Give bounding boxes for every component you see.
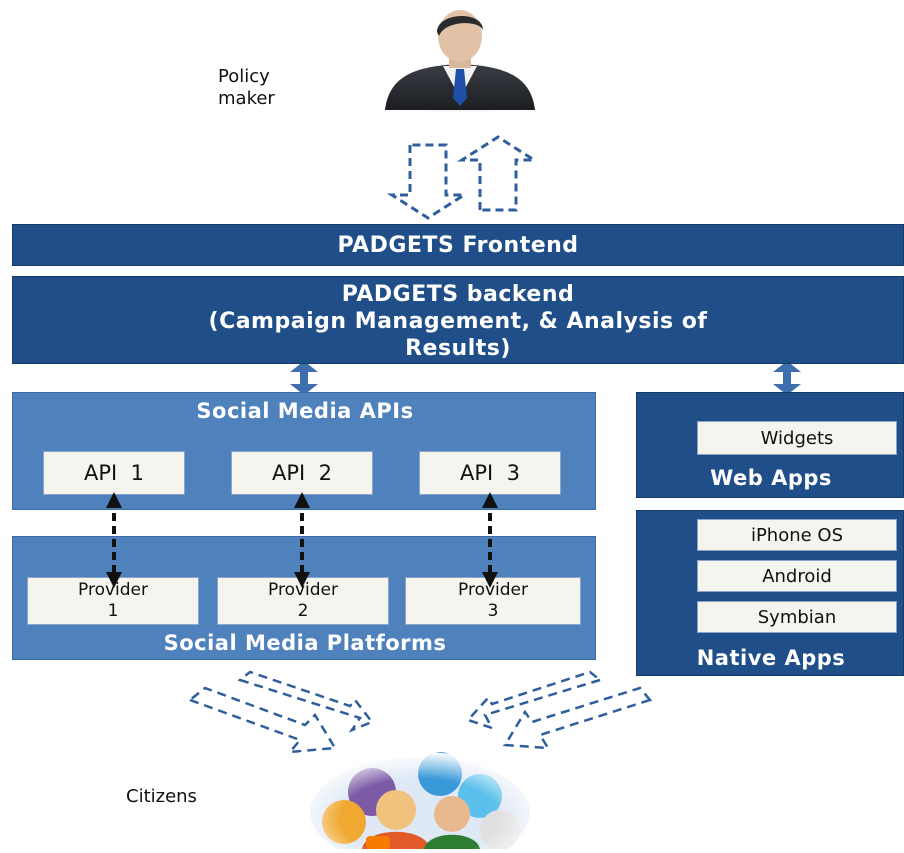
- frontend-title: PADGETS Frontend: [337, 232, 579, 258]
- provider-label-line1: Provider: [458, 580, 528, 600]
- api-label: API 1: [84, 461, 144, 485]
- bottom-right-arrows: [465, 670, 653, 750]
- backend-apps-double-arrow: [773, 361, 801, 395]
- symbian-label: Symbian: [757, 606, 837, 628]
- provider-label-line2: 3: [487, 601, 499, 621]
- top-down-arrow: [386, 143, 470, 220]
- provider-label-line2: 1: [107, 601, 119, 621]
- citizens-social-media-icon: [300, 752, 540, 853]
- web-apps-title: Web Apps: [710, 466, 832, 490]
- top-up-arrow: [456, 135, 540, 212]
- iphone-os-box: iPhone OS: [697, 519, 897, 551]
- android-box: Android: [697, 560, 897, 592]
- backend-title-line3: Results): [405, 336, 511, 361]
- businessman-icon: [375, 6, 545, 114]
- padgets-backend-bar: PADGETS backend (Campaign Management, & …: [12, 276, 904, 364]
- api-label: API 3: [460, 461, 520, 485]
- api-label: API 2: [272, 461, 332, 485]
- web-apps-panel: Widgets Web Apps: [636, 392, 904, 498]
- policy-maker-label: Policy maker: [218, 66, 318, 110]
- padgets-frontend-bar: PADGETS Frontend: [12, 224, 904, 266]
- native-apps-panel: iPhone OS Android Symbian Native Apps: [636, 510, 904, 676]
- provider-label-line1: Provider: [268, 580, 338, 600]
- social-media-apis-panel: Social Media APIs API 1 API 2 API 3: [12, 392, 596, 510]
- api-box-2: API 2: [231, 451, 373, 495]
- backend-apis-double-arrow: [290, 361, 318, 395]
- api-box-3: API 3: [419, 451, 561, 495]
- native-apps-title: Native Apps: [696, 646, 846, 670]
- provider-label-line2: 2: [297, 601, 309, 621]
- iphone-os-label: iPhone OS: [750, 524, 844, 546]
- symbian-box: Symbian: [697, 601, 897, 633]
- social-media-apis-title: Social Media APIs: [196, 399, 414, 423]
- policy-maker-label-line1: Policy: [218, 66, 270, 87]
- policy-maker-label-line2: maker: [218, 88, 275, 109]
- backend-title-line1: PADGETS backend: [341, 282, 575, 307]
- provider-label-line1: Provider: [78, 580, 148, 600]
- backend-title-line2: (Campaign Management, & Analysis of: [208, 309, 708, 334]
- android-label: Android: [762, 565, 832, 587]
- api-box-1: API 1: [43, 451, 185, 495]
- social-media-platforms-title: Social Media Platforms: [163, 631, 447, 655]
- bottom-left-arrows: [187, 670, 375, 754]
- citizens-label: Citizens: [126, 786, 197, 807]
- widgets-label: Widgets: [760, 427, 834, 449]
- widgets-box: Widgets: [697, 421, 897, 455]
